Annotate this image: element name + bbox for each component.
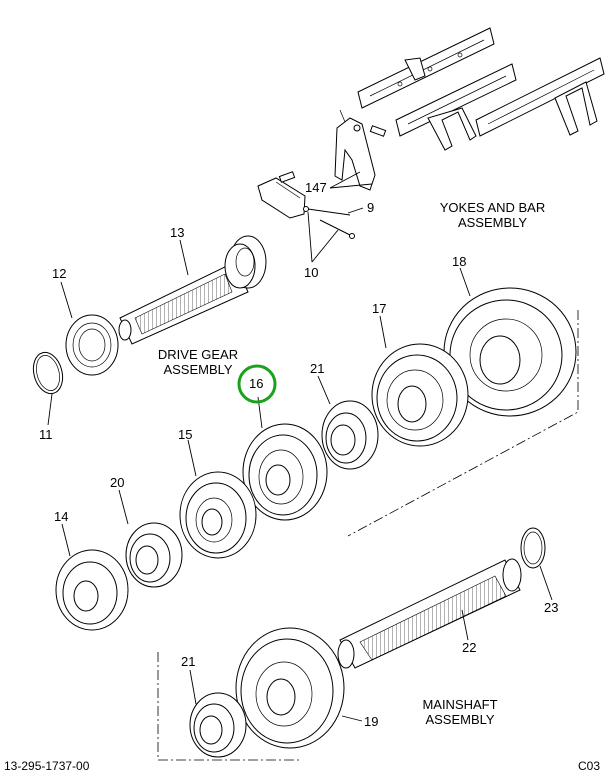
callout-9[interactable]: 9 [367,200,375,215]
gear-19 [235,627,345,749]
caption-mainshaft-assembly: MAINSHAFT ASSEMBLY [410,697,510,727]
callout-22[interactable]: 22 [462,640,477,655]
gear-15 [179,471,257,559]
page-code: C03 [578,759,601,773]
mainshaft-22 [337,558,522,669]
sliding-clutch-20 [125,522,183,588]
callout-16[interactable]: 16 [249,376,264,391]
caption-yokes-and-bar-assembly: YOKES AND BAR ASSEMBLY [425,200,560,230]
snap-ring-11 [32,351,64,395]
callout-147[interactable]: 147 [305,180,327,195]
drawing-number: 13-295-1737-00 [4,759,90,773]
drive-gear-shaft-13 [118,235,267,345]
shift-bar-upper [357,27,495,109]
shift-block [257,171,306,219]
gear-18 [443,287,577,417]
shift-bar-lower [475,57,605,137]
sliding-clutch-21-upper [321,400,379,470]
highlight-circle-16 [237,364,277,404]
bearing-12 [65,314,119,376]
shift-yoke [334,109,387,191]
caption-mainshaft-line-2: ASSEMBLY [425,712,495,727]
callout-14[interactable]: 14 [54,509,69,524]
callout-12[interactable]: 12 [52,266,67,281]
shift-bar-middle [395,63,517,151]
callout-11[interactable]: 11 [39,427,53,442]
callout-19[interactable]: 19 [364,714,379,729]
caption-drive-line-1: DRIVE GEAR [157,347,239,362]
callout-18[interactable]: 18 [452,254,467,269]
sliding-clutch-21-lower [189,692,247,758]
caption-drive-line-2: ASSEMBLY [163,362,233,377]
callout-20[interactable]: 20 [110,475,125,490]
roll-pins [303,206,355,239]
caption-yokes-line-2: ASSEMBLY [457,215,528,230]
caption-drive-gear-assembly: DRIVE GEAR ASSEMBLY [143,347,253,377]
gear-17 [371,343,469,447]
assembly-bracket-lines [157,310,579,761]
gear-16 [242,423,328,521]
shift-bar-upper-fork [404,57,426,81]
callout-21-lower[interactable]: 21 [181,654,196,669]
callout-13[interactable]: 13 [170,225,185,240]
callout-17[interactable]: 17 [372,301,387,316]
callout-23[interactable]: 23 [544,600,559,615]
callout-10[interactable]: 10 [304,265,319,280]
snap-ring-23 [520,527,546,569]
gear-14 [55,549,129,631]
caption-mainshaft-line-1: MAINSHAFT [422,697,498,712]
caption-yokes-line-1: YOKES AND BAR [439,200,546,215]
callout-21-upper[interactable]: 21 [310,361,325,376]
callout-15[interactable]: 15 [178,427,193,442]
leader-lines [47,171,553,722]
